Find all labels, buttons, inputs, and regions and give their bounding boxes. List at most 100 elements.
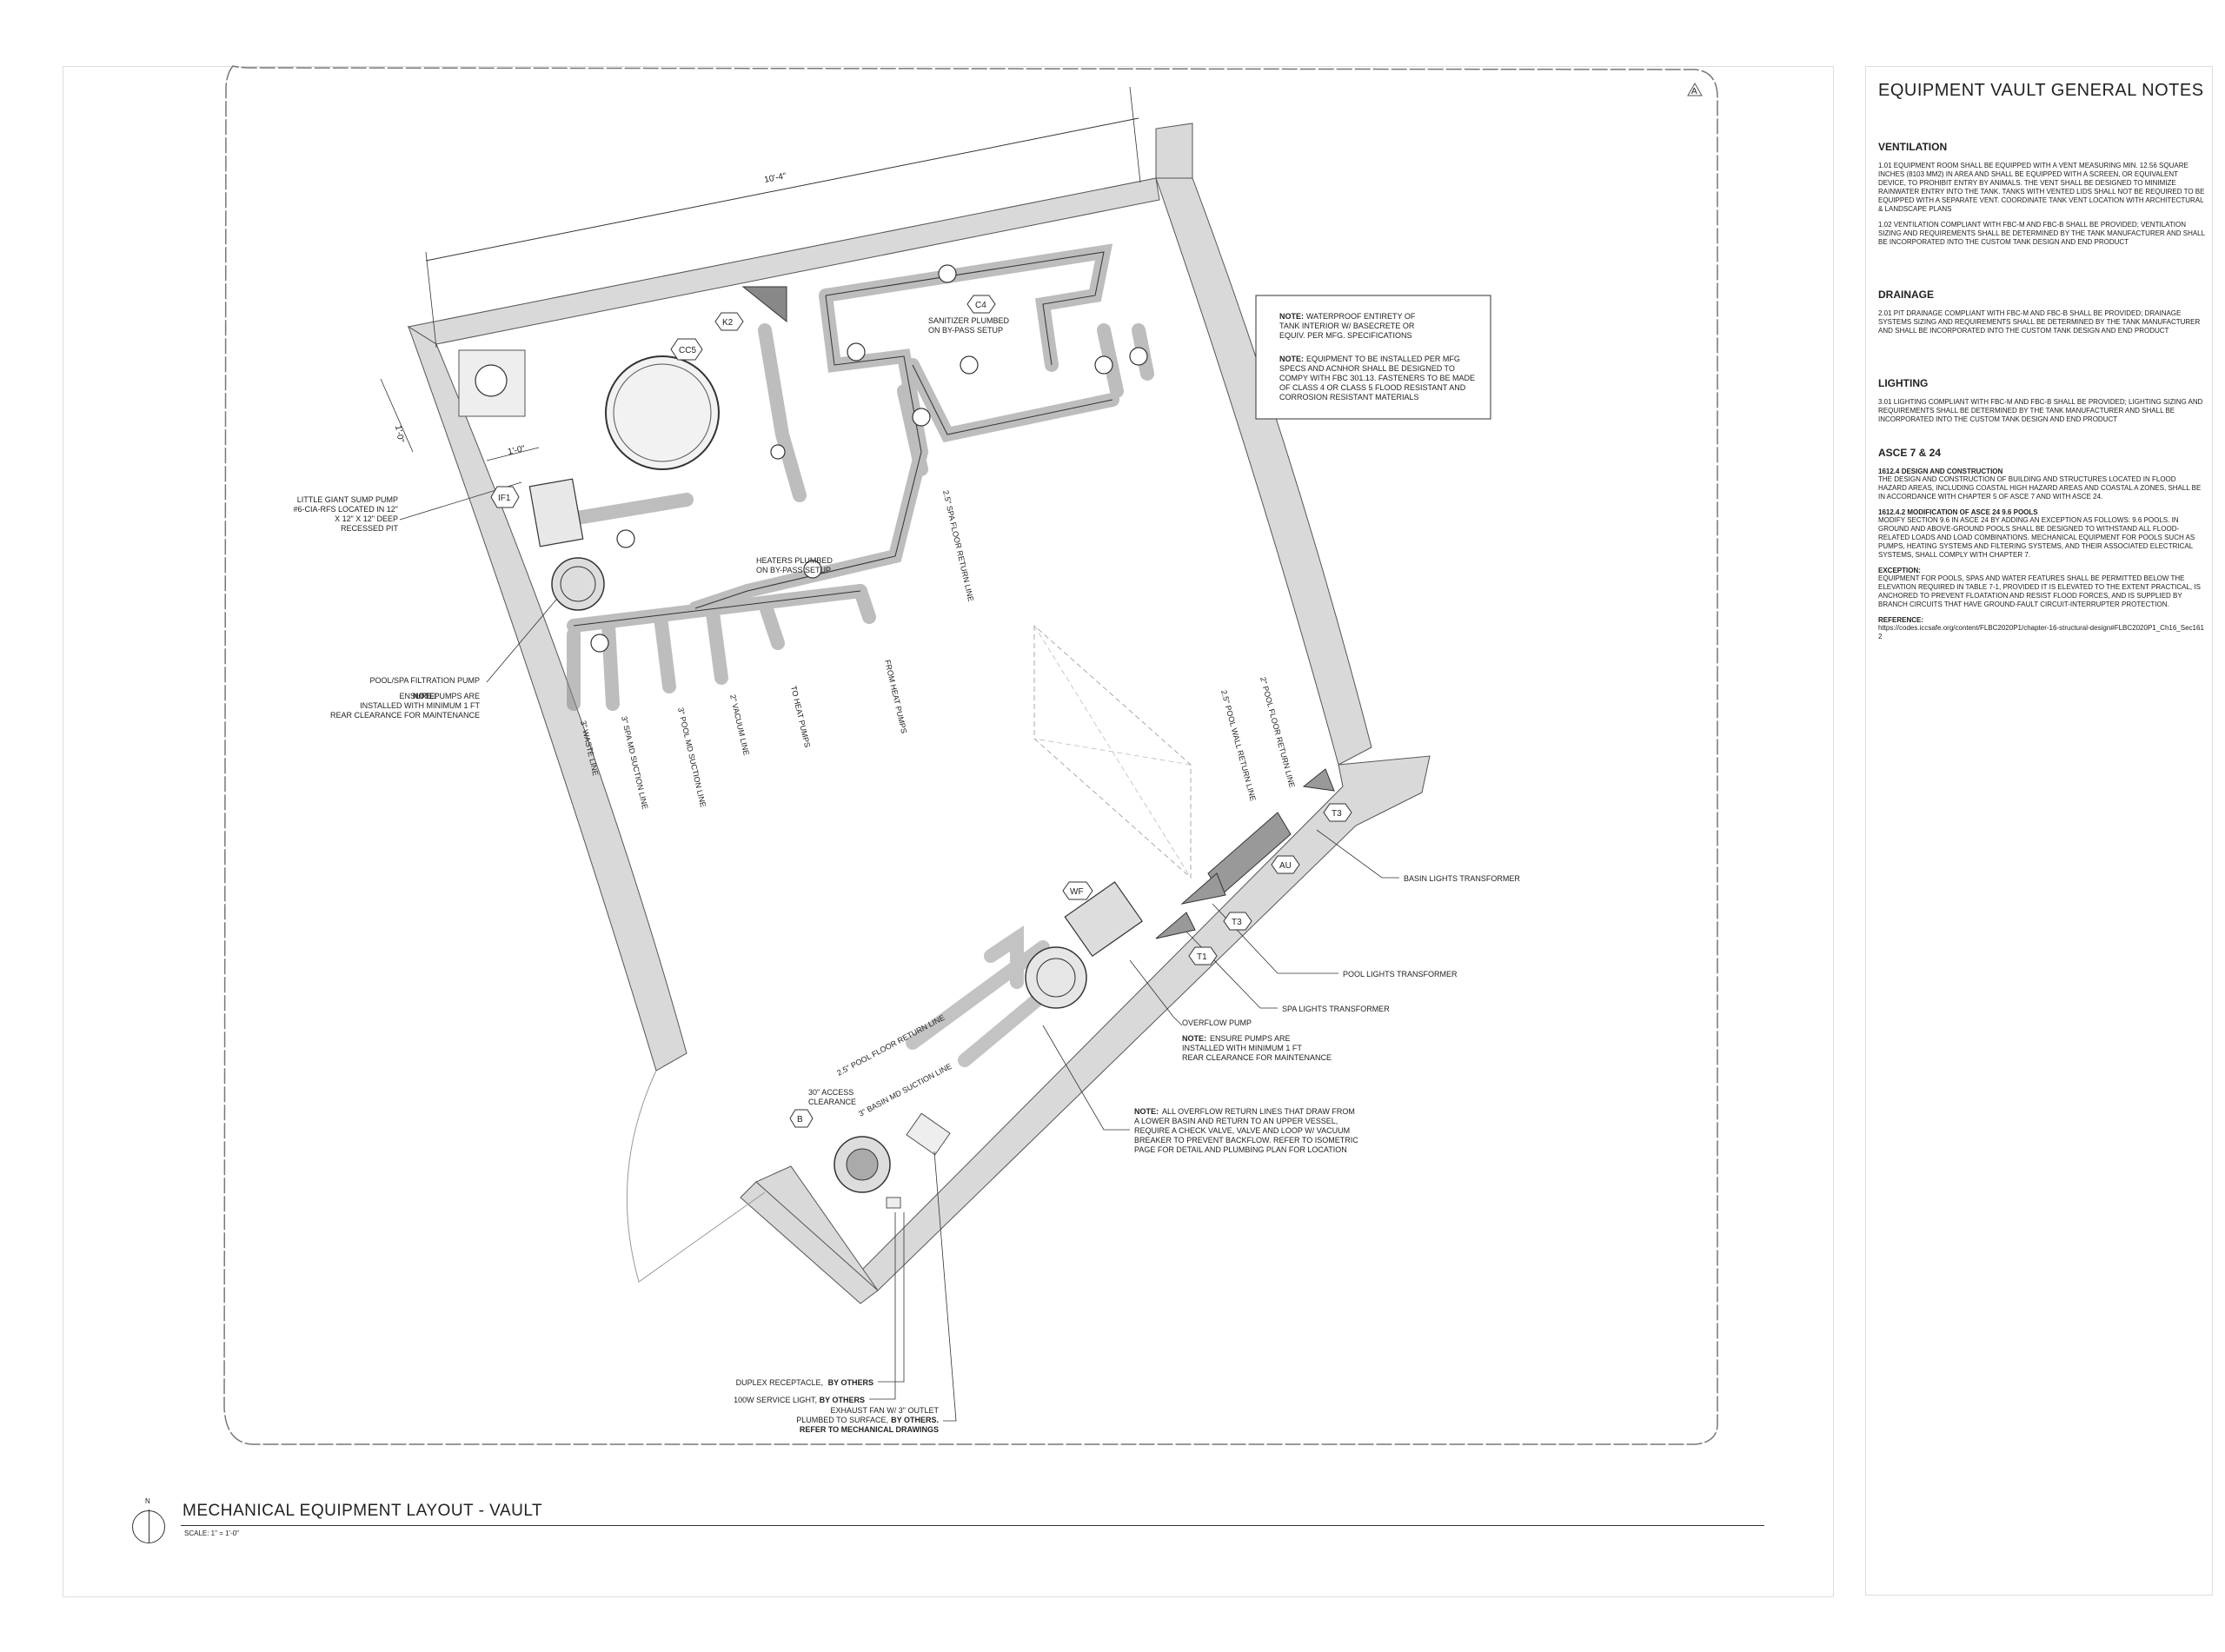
asce-exception-body: EQUIPMENT FOR POOLS, SPAS AND WATER FEAT… [1878,574,2201,608]
pool-lights-transformer [1180,872,1226,905]
sump-label-4: RECESSED PIT [341,524,399,533]
spa-lights-label: SPA LIGHTS TRANSFORMER [1282,1005,1390,1013]
piping-upper [549,243,1154,711]
note-box-n1-bold: NOTE: [1279,312,1304,321]
drainage-heading: DRAINAGE [1878,289,1935,301]
duplex-receptacle-box [886,1197,901,1209]
basin-lights-label: BASIN LIGHTS TRANSFORMER [1404,874,1520,883]
tag-t2: T3 [1232,918,1242,927]
from-heat-pumps-label: FROM HEAT PUMPS [883,659,908,734]
spacer [1875,254,2205,289]
pool-wall-return-label: 2.5" POOL WALL RETURN LINE [1219,689,1258,802]
cc5-tank-inner [613,363,712,462]
heaters-label-1: HEATERS PLUMBED [756,556,833,565]
tag-cc5: CC5 [679,346,696,355]
right-transformer [1302,768,1335,792]
overflow-note-1: ENSURE PUMPS ARE [1210,1034,1291,1043]
tag-t3: T3 [1332,809,1342,819]
pit-dimension-vertical: 1'-0" [393,425,405,444]
filtration-note-2: INSTALLED WITH MINIMUM 1 FT [360,701,480,710]
valve [960,355,979,375]
transformers [1155,768,1335,939]
note-box [1255,295,1491,420]
note-box-n2-bold: NOTE: [1279,355,1304,363]
overflow-pump [1025,881,1143,1009]
sump-label: LITTLE GIANT SUMP PUMP #6-CIA-RFS LOCATE… [293,495,398,533]
sump-pit [380,349,540,461]
top-dimension-label: 10'-4" [763,171,787,185]
note-box-n2: EQUIPMENT TO BE INSTALLED PER MFG [1306,355,1460,363]
note-box-n2e: CORROSION RESISTANT MATERIALS [1279,393,1419,401]
asce-reference-link[interactable]: https://codes.iccsafe.org/content/FLBC20… [1878,624,2204,640]
ventilation-heading: VENTILATION [1878,141,1948,153]
diagonal-wall [855,755,1431,1291]
door-swing-arc [626,1070,766,1283]
exhaust-fan-box [906,1112,951,1156]
valve [847,342,866,362]
ventilation-note-1: 1.01 EQUIPMENT ROOM SHALL BE EQUIPPED WI… [1878,162,2205,213]
title-underline [181,1525,1764,1526]
to-heat-pumps-label: TO HEAT PUMPS [789,685,812,748]
tag-k2: K2 [722,318,734,328]
filtration-note-3: REAR CLEARANCE FOR MAINTENANCE [330,711,480,720]
left-curved-wall [408,325,687,1071]
spacer [1875,342,2205,377]
asce-s1-heading: 1612.4 DESIGN AND CONSTRUCTION [1878,468,2003,475]
valves-upper [590,264,1148,653]
exhaust-label-3: REFER TO MECHANICAL DRAWINGS [800,1425,939,1434]
access-clearance-1: 30" ACCESS [808,1088,853,1097]
drawing-sheet-border [63,66,1834,1597]
spa-md-suction-label: 3" SPA MD SUCTION LINE [620,715,649,810]
filtration-pump [528,478,605,611]
vault-walls [407,123,1431,1304]
pool-md-suction-label: 3" POOL MD SUCTION LINE [676,707,707,808]
tag-wf: WF [1070,887,1084,897]
revision-triangle [1687,82,1703,96]
asce-s1-body: THE DESIGN AND CONSTRUCTION OF BUILDING … [1878,475,2202,501]
heaters-label-2: ON BY-PASS SETUP [756,566,831,574]
tag-if1: IF1 [498,494,511,503]
asce-s2-body: MODIFY SECTION 9.6 IN ASCE 24 BY ADDING … [1878,516,2195,559]
valve [1129,347,1148,366]
backflow-note-4: BREAKER TO PREVENT BACKFLOW. REFER TO IS… [1134,1136,1358,1144]
exhaust-label-2: PLUMBED TO SURFACE, [796,1416,888,1424]
tag-b: B [797,1115,803,1125]
tag-markers [490,295,1352,1128]
backflow-note-3: REQUIRE A CHECK VALVE, VALVE AND LOOP W/… [1134,1126,1350,1135]
access-clearance-2: CLEARANCE [808,1098,856,1106]
filtration-note-1: ENSURE PUMPS ARE [399,692,480,700]
valve [770,444,786,460]
heat-pump-zone-diag [1033,625,1192,879]
basin-fixture-inner [846,1148,879,1181]
sanitizer-label-2: ON BY-PASS SETUP [928,326,1003,335]
top-dimension [425,86,1141,348]
filtration-label: POOL/SPA FILTRATION PUMP NOTE: ENSURE PU… [330,676,481,720]
valve [912,408,931,427]
note-box-n1: WATERPROOF ENTIRETY OF [1306,312,1416,321]
asce-reference-heading: REFERENCE: [1878,616,1924,624]
revision-mark: A [1691,87,1697,96]
backflow-note-1: ALL OVERFLOW RETURN LINES THAT DRAW FROM [1162,1107,1355,1116]
pool-floor-return-right-label: 2" POOL FLOOR RETURN LINE [1259,676,1297,789]
notes-title: EQUIPMENT VAULT GENERAL NOTES [1878,81,2204,100]
sump-label-2: #6-CIA-RFS LOCATED IN 12" [293,505,398,514]
piping-outlines [573,251,1113,627]
filtration-label-title: POOL/SPA FILTRATION PUMP [369,676,480,685]
vacuum-line-label: 2" VACUUM LINE [728,693,751,756]
valve [803,560,822,579]
service-light-label-bold: BY OTHERS [820,1396,865,1404]
backflow-note-5: PAGE FOR DETAIL AND PLUMBING PLAN FOR LO… [1134,1145,1347,1154]
backflow-note-bold: NOTE: [1134,1107,1159,1116]
drawing-scale: SCALE: 1" = 1'-0" [184,1529,240,1537]
north-arrow-icon: N [132,1497,165,1543]
service-light-label: 100W SERVICE LIGHT, [734,1396,817,1404]
tag-au: AU [1279,861,1292,871]
tag-c4: C4 [975,301,986,310]
overflow-note-2: INSTALLED WITH MINIMUM 1 FT [1182,1044,1302,1052]
filtration-note-bold: NOTE: [413,692,437,700]
pit-dimension-horizontal: 1'-0" [507,444,526,457]
sump-label-1: LITTLE GIANT SUMP PUMP [297,495,398,504]
spa-lights-transformer [1155,912,1196,939]
overflow-note-3: REAR CLEARANCE FOR MAINTENANCE [1182,1053,1332,1062]
